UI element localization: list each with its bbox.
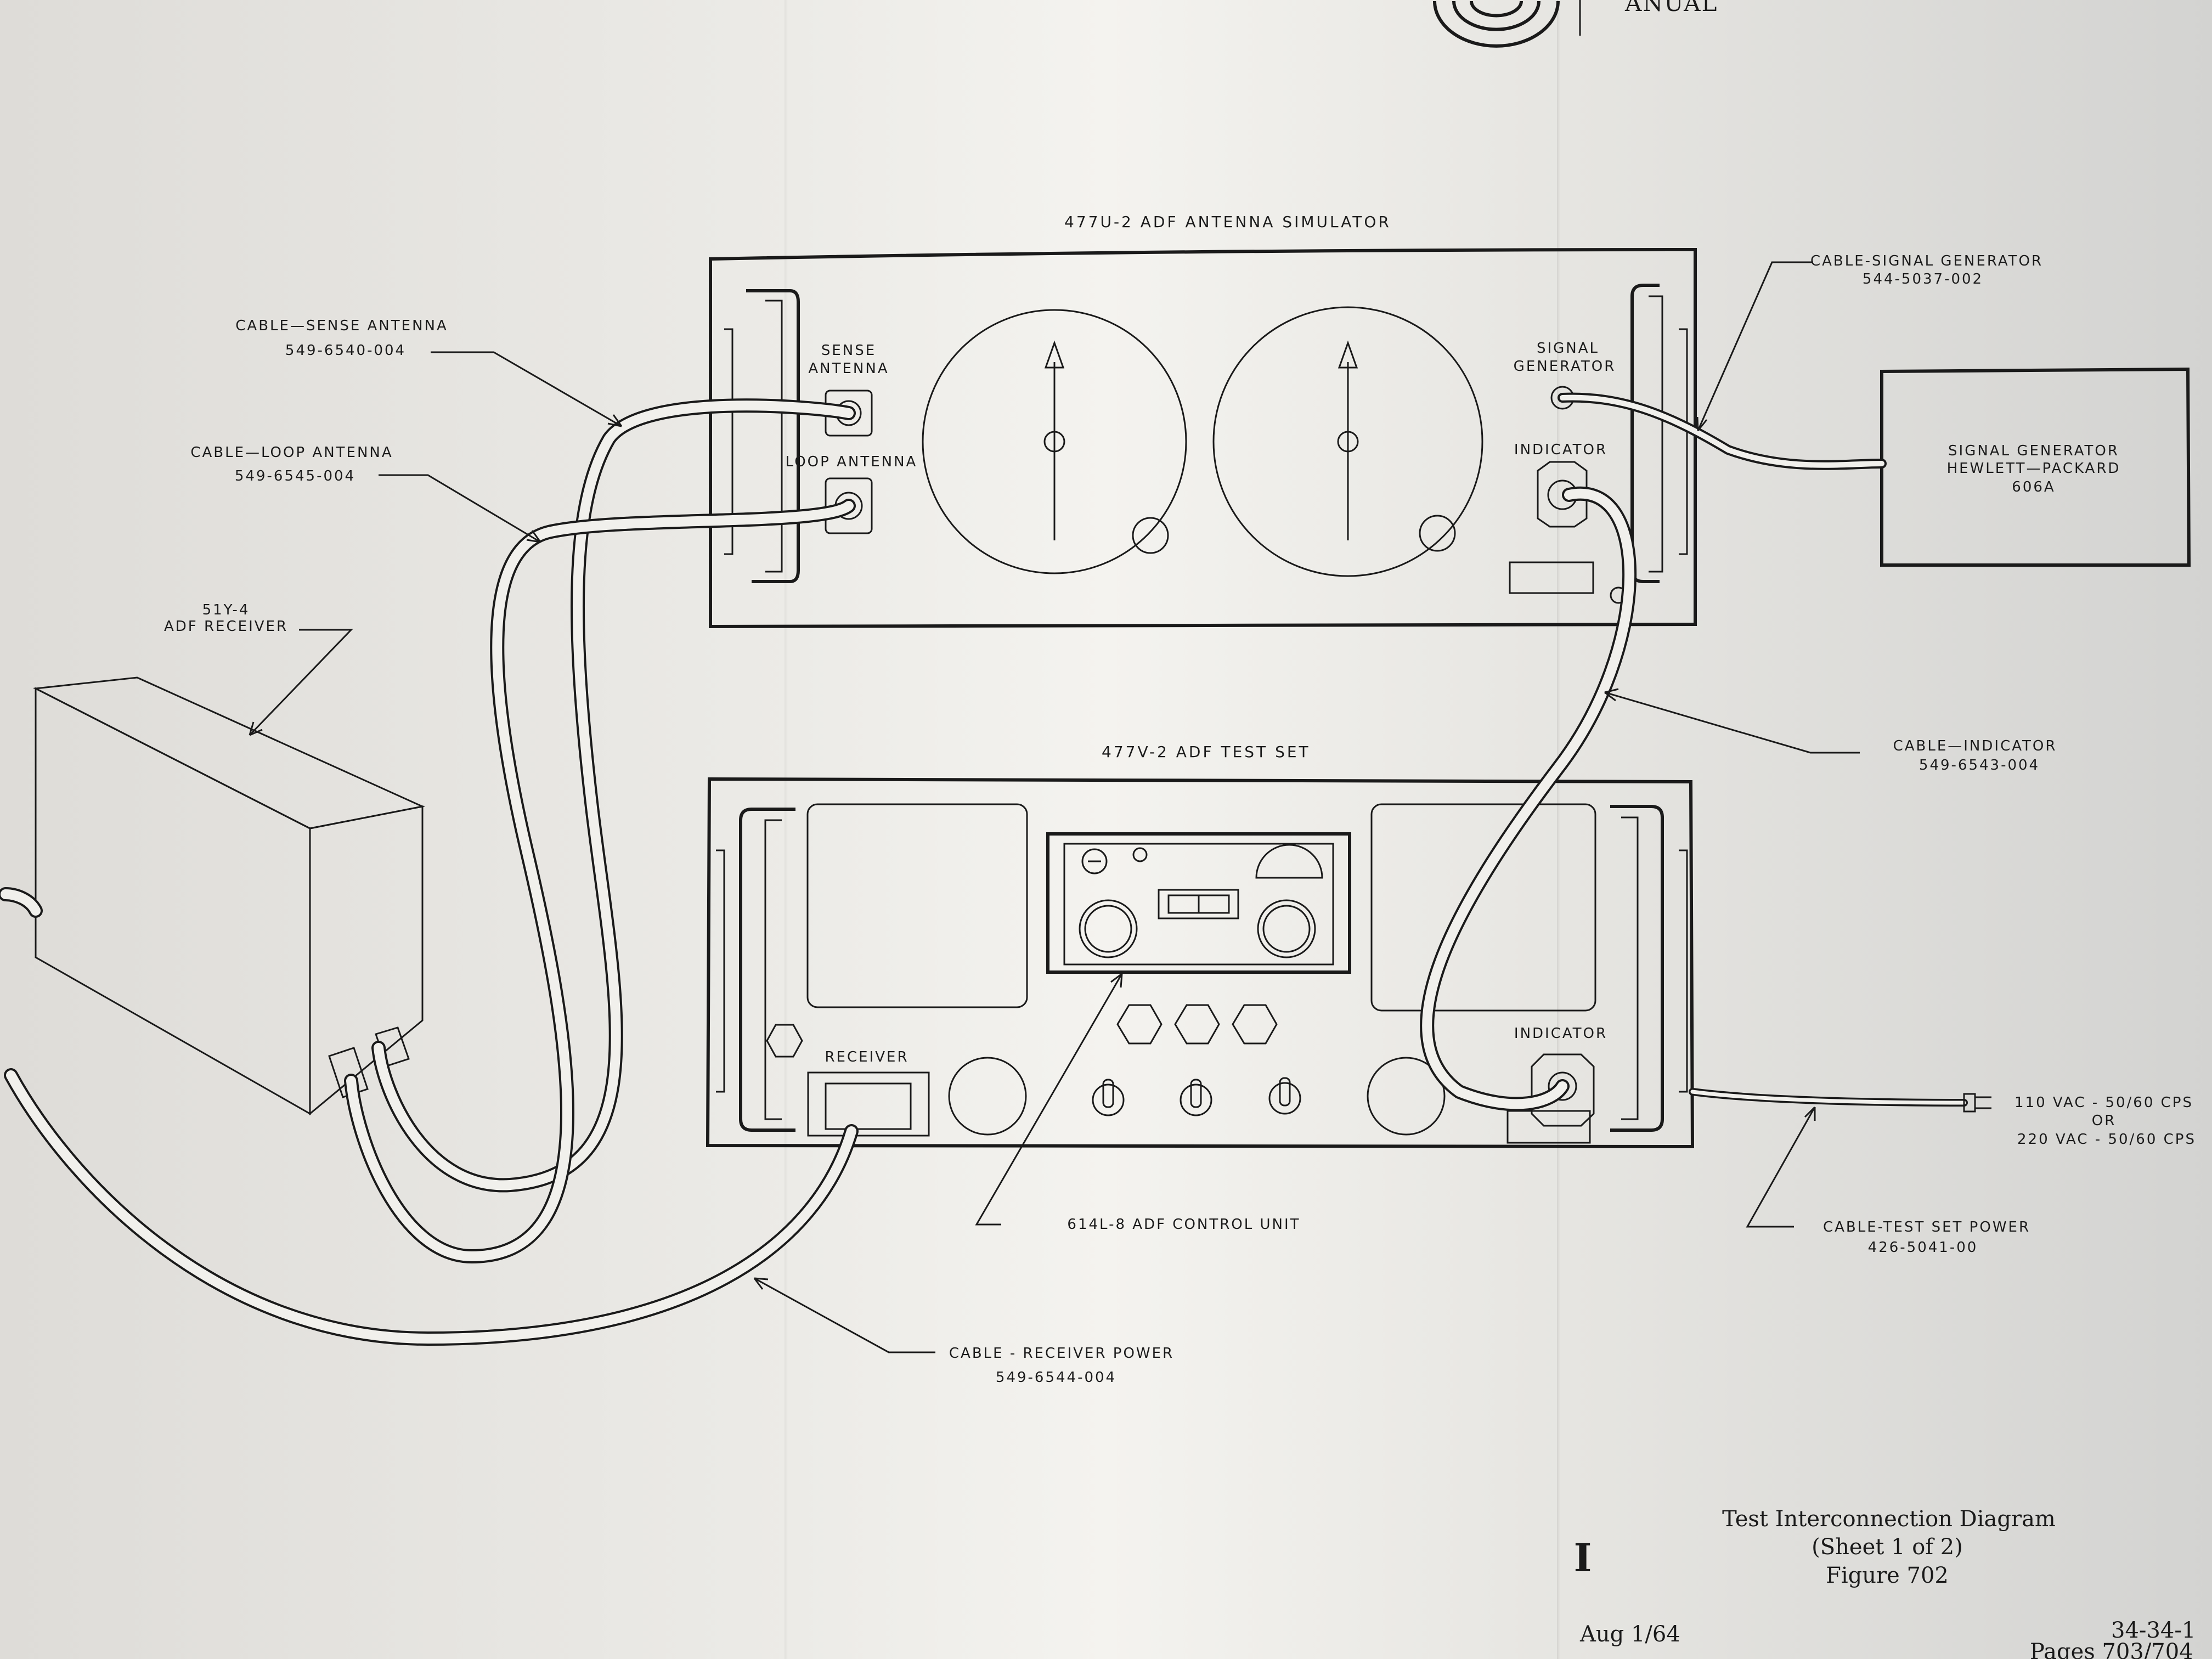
adf-receiver-box [32, 676, 425, 1116]
cable-indicator-part-number: 549-6543-004 [1919, 757, 2040, 774]
caption-figure: Figure 702 [1826, 1563, 1949, 1588]
signal-generator-label-3: 606A [2012, 479, 2055, 495]
cable-indicator [1420, 486, 1637, 1111]
power-spec-line-1: 110 VAC - 50/60 CPS [2015, 1094, 2193, 1111]
signal-generator-label-1: SIGNAL GENERATOR [1948, 443, 2119, 459]
cable-loop-label: CABLE—LOOP ANTENNA [190, 444, 393, 461]
cable-indicator-label: CABLE—INDICATOR [1893, 738, 2057, 754]
cable-loop-part-number: 549-6545-004 [235, 468, 356, 484]
change-bar: I [1574, 1535, 1592, 1581]
leader-lines [249, 261, 1860, 1353]
header-logo-fragment [1433, 0, 1581, 48]
caption-sheet: (Sheet 1 of 2) [1812, 1534, 1963, 1560]
simulator-indicator-label: INDICATOR [1514, 442, 1607, 458]
sense-antenna-label-2: ANTENNA [808, 360, 889, 377]
cable-signal-generator [1558, 392, 1887, 470]
control-unit-label: 614L-8 ADF CONTROL UNIT [1067, 1216, 1300, 1233]
test-set-panel [706, 777, 1695, 1149]
sense-antenna-label-1: SENSE [821, 342, 876, 359]
cable-signal-generator-part-number: 544-5037-002 [1863, 271, 1983, 287]
signal-generator-port-label-2: GENERATOR [1514, 358, 1616, 375]
antenna-simulator-panel [709, 247, 1697, 629]
paper-fold-right [1557, 0, 1560, 1659]
cable-sense-label: CABLE—SENSE ANTENNA [235, 318, 448, 334]
caption-title: Test Interconnection Diagram [1722, 1506, 2056, 1532]
adf-receiver-label-2: ADF RECEIVER [164, 618, 288, 635]
loop-antenna-label: LOOP ANTENNA [786, 454, 918, 470]
cable-test-set-power-label: CABLE-TEST SET POWER [1823, 1219, 2030, 1235]
signal-generator-box [1880, 367, 2191, 567]
receiver-port-label: RECEIVER [825, 1049, 909, 1065]
power-spec-line-3: 220 VAC - 50/60 CPS [2017, 1131, 2196, 1148]
cable-receiver-power [0, 887, 859, 1346]
footer-doc-number: 34-34-1 [2111, 1618, 2196, 1643]
signal-generator-port-label-1: SIGNAL [1537, 340, 1599, 357]
signal-generator-label-2: HEWLETT—PACKARD [1947, 460, 2121, 477]
header-partial-title: ANUAL [1624, 0, 1718, 16]
cable-receiver-power-part-number: 549-6544-004 [996, 1369, 1116, 1386]
simulator-title: 477U-2 ADF ANTENNA SIMULATOR [1064, 213, 1391, 231]
cable-receiver-power-label: CABLE - RECEIVER POWER [949, 1345, 1174, 1362]
adf-receiver-label-1: 51Y-4 [202, 602, 250, 618]
footer-date: Aug 1/64 [1579, 1622, 1680, 1647]
cable-sense-antenna [371, 398, 856, 1193]
cable-signal-generator-label: CABLE-SIGNAL GENERATOR [1810, 253, 2043, 269]
cable-test-set-power-part-number: 426-5041-00 [1868, 1239, 1978, 1256]
footer-pages: Pages 703/704 [2030, 1639, 2193, 1659]
test-set-title: 477V-2 ADF TEST SET [1102, 743, 1311, 761]
cable-test-set-power [1689, 1088, 1991, 1113]
test-set-indicator-label: INDICATOR [1514, 1025, 1607, 1042]
cable-sense-part-number: 549-6540-004 [285, 342, 406, 359]
paper-fold-left [785, 0, 788, 1659]
cable-loop-antenna [344, 499, 856, 1264]
power-spec-line-2: OR [2092, 1113, 2117, 1129]
